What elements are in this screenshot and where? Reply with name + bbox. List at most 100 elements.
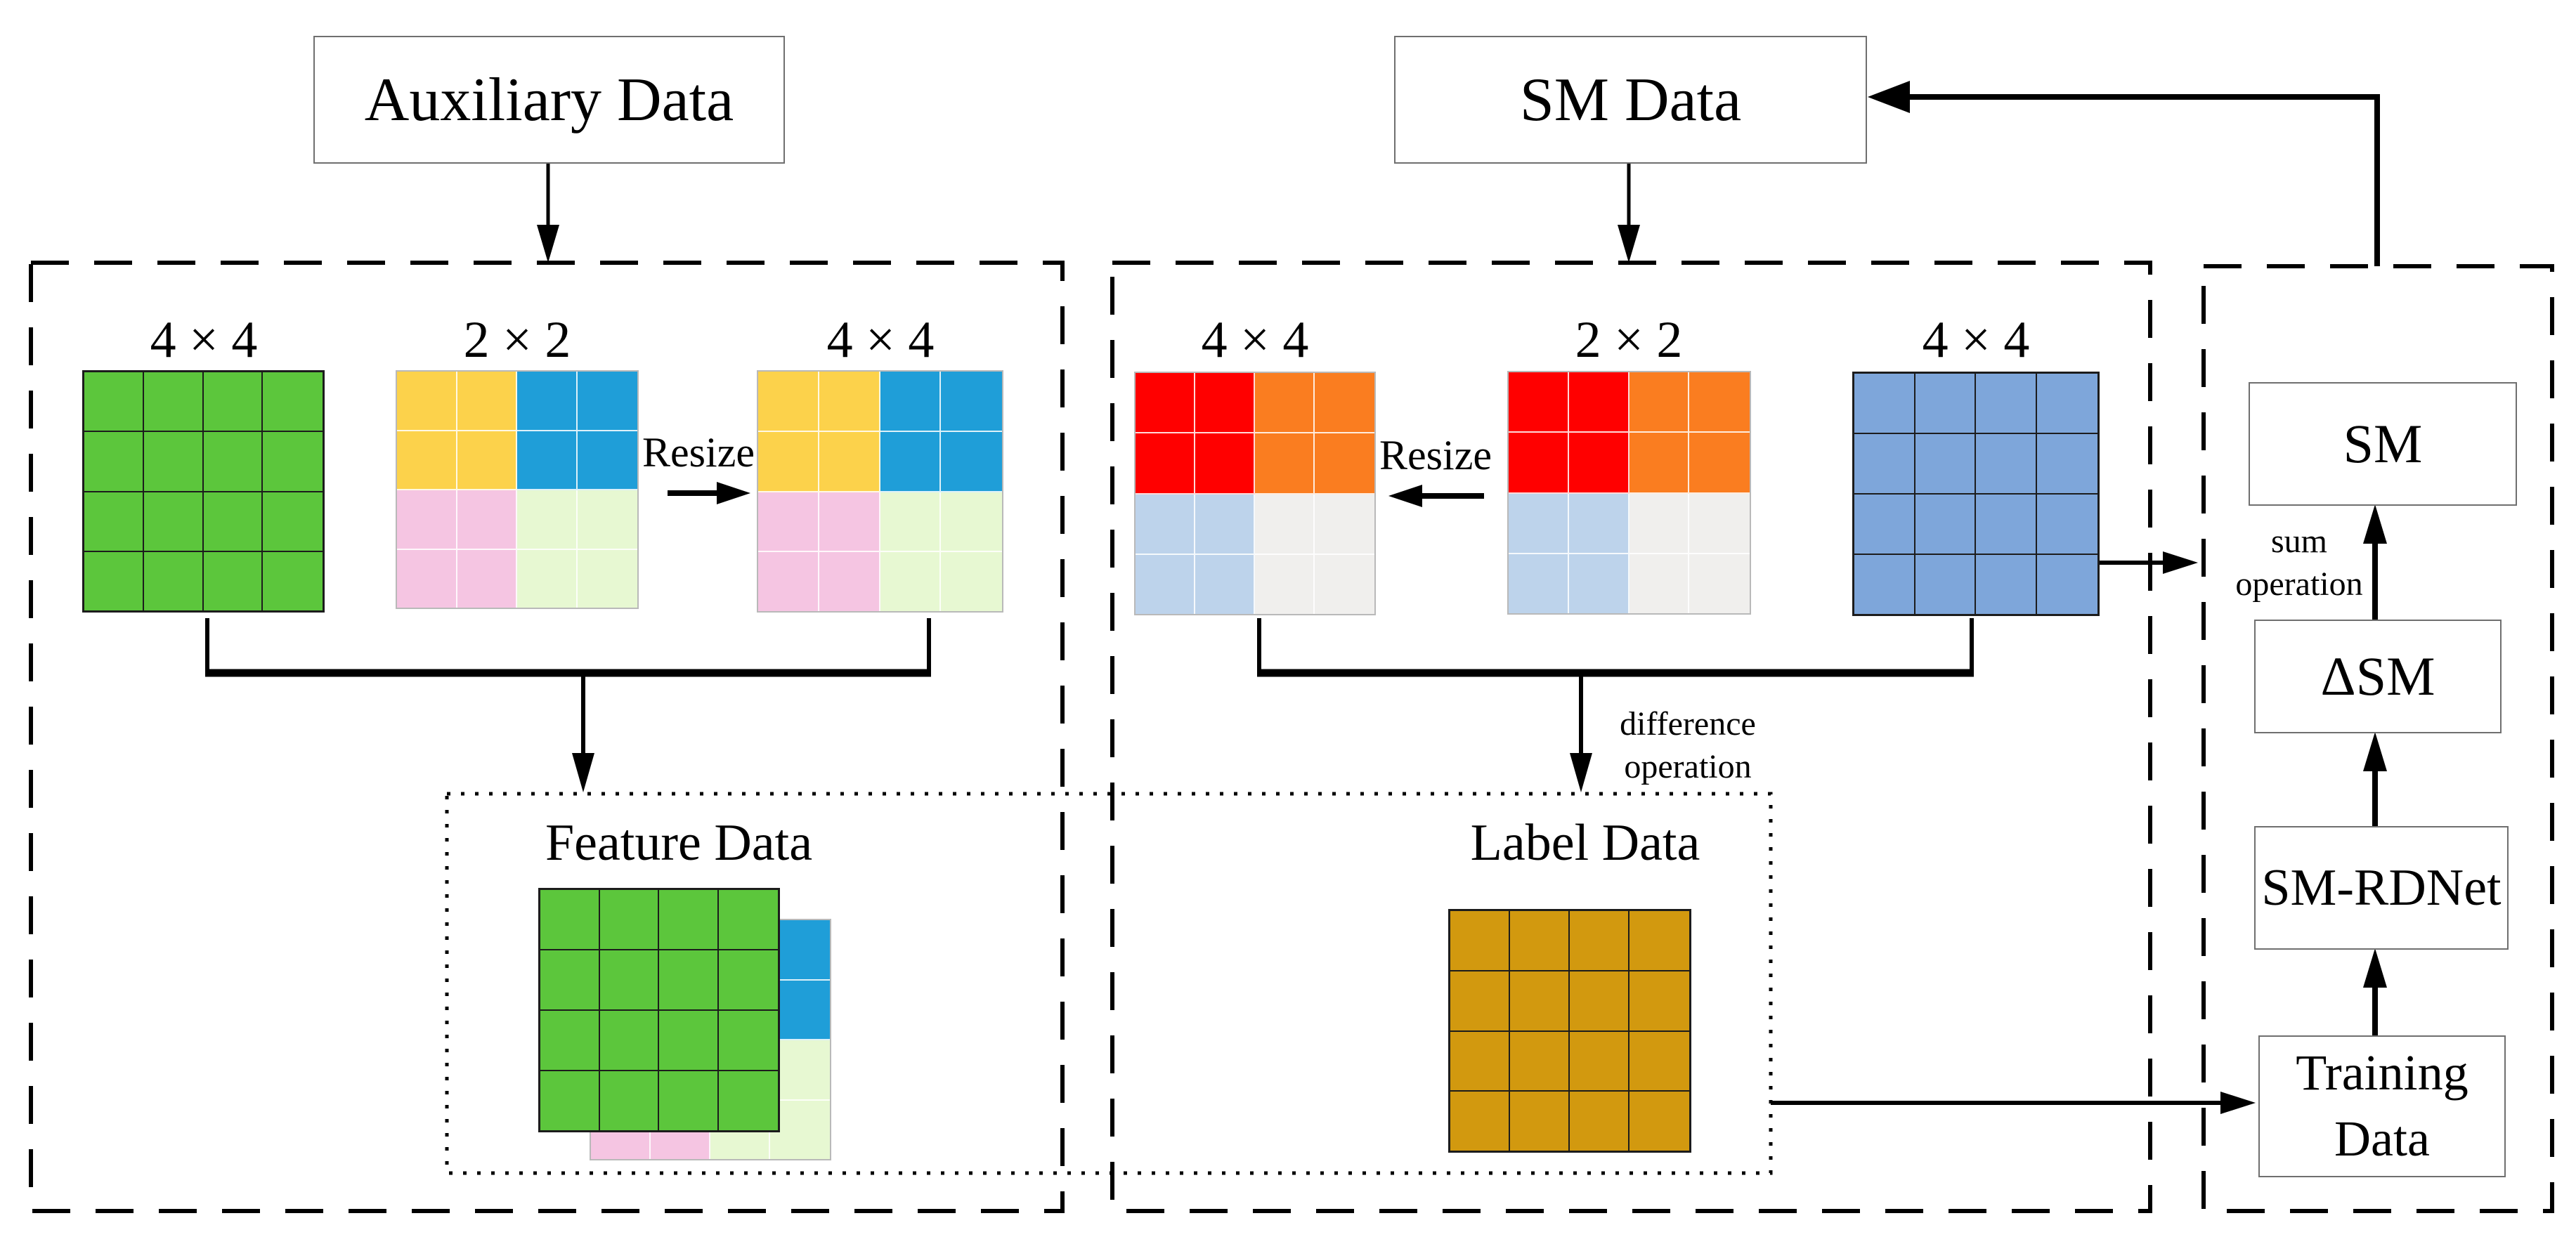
grid-cell-orange	[1689, 433, 1750, 494]
grid-cell-pink	[457, 490, 517, 550]
resize-label-sm: Resize	[1379, 432, 1492, 478]
auxiliary-data-box: Auxiliary Data	[313, 36, 785, 164]
grid-cell-palegreen	[517, 490, 578, 550]
sum-operation-label: sum operation	[2208, 520, 2390, 606]
grid-cell-green	[203, 492, 264, 552]
bracket-aux-merge	[205, 618, 931, 792]
grid-cell-azure	[880, 372, 942, 432]
grid-cell-red	[1195, 373, 1255, 434]
training-data-box: Training Data	[2258, 1035, 2506, 1177]
grid-cell-steelblue	[1854, 434, 1915, 495]
grid-cell-green	[143, 551, 204, 610]
grid-cell-azure	[517, 372, 578, 431]
grid-cell-green	[540, 890, 600, 950]
grid-cell-red	[1509, 433, 1569, 494]
grid-cell-red	[1136, 373, 1195, 434]
grid-cell-yellow	[758, 372, 819, 432]
grid-cell-lightblue	[1195, 494, 1255, 555]
grid-cell-steelblue	[1976, 555, 2037, 614]
sm-rdnet-label: SM-RDNet	[2261, 858, 2502, 917]
grid-cell-lightblue	[1136, 554, 1195, 614]
grid-cell-goldenrod	[1450, 911, 1510, 971]
grid-cell-green	[143, 492, 204, 552]
training-panel-border	[2201, 264, 2554, 1213]
arrow-training-to-net	[2363, 948, 2387, 1035]
sm-resized-grid	[1134, 372, 1376, 615]
sm-box: SM	[2249, 382, 2517, 506]
grid-cell-red	[1509, 372, 1569, 433]
arrow-resize-left	[1388, 485, 1484, 507]
grid-cell-goldenrod	[1450, 971, 1510, 1032]
grid-cell-steelblue	[2036, 434, 2097, 495]
aux-resized-grid	[757, 370, 1003, 613]
grid-cell-green	[599, 1071, 659, 1130]
grid-cell-green	[599, 1011, 659, 1071]
label-data-grid	[1448, 909, 1691, 1153]
grid-cell-lightgray	[1629, 493, 1690, 554]
grid-cell-green	[84, 432, 144, 492]
sum-operation-line2: operation	[2235, 565, 2363, 603]
sm-box-label: SM	[2343, 413, 2423, 474]
grid-cell-green	[659, 1071, 719, 1130]
arrow-resize-right	[668, 482, 750, 504]
grid-cell-pink	[397, 549, 457, 608]
grid-cell-palegreen	[577, 490, 637, 550]
grid-cell-steelblue	[1915, 495, 1976, 555]
grid-cell-yellow	[457, 372, 517, 431]
grid-cell-goldenrod	[1450, 1031, 1510, 1092]
label-data-title: Label Data	[1470, 814, 1700, 872]
grid-cell-green	[718, 1071, 778, 1130]
grid-cell-red	[1568, 372, 1629, 433]
grid-cell-steelblue	[2036, 495, 2097, 555]
arrow-smdata-to-panel	[1618, 161, 1640, 263]
grid-cell-goldenrod	[1510, 911, 1570, 971]
grid-cell-goldenrod	[1570, 1092, 1629, 1151]
grid-cell-yellow	[758, 431, 819, 492]
grid-cell-red	[1568, 433, 1629, 494]
grid-cell-lightgray	[1315, 554, 1374, 614]
grid-cell-green	[203, 551, 264, 610]
grid-cell-azure	[770, 980, 830, 1040]
resize-label-aux: Resize	[642, 429, 755, 476]
grid-cell-green	[203, 432, 264, 492]
grid-cell-green	[143, 372, 204, 433]
grid-cell-azure	[941, 372, 1002, 432]
grid-cell-goldenrod	[1570, 971, 1629, 1032]
grid-cell-green	[84, 372, 144, 433]
grid-cell-lightgray	[1255, 494, 1315, 555]
difference-operation-line2: operation	[1624, 748, 1752, 786]
grid-cell-green	[263, 551, 323, 610]
arrow-net-to-deltasm	[2363, 732, 2387, 826]
grid-cell-pink	[758, 552, 819, 611]
grid-cell-green	[84, 551, 144, 610]
grid-cell-goldenrod	[1629, 971, 1689, 1032]
auxiliary-panel-border	[29, 261, 1065, 1213]
grid-cell-green	[540, 1011, 600, 1071]
grid-cell-lightblue	[1568, 554, 1629, 613]
grid-cell-yellow	[819, 431, 880, 492]
auxiliary-data-label: Auxiliary Data	[364, 65, 734, 134]
grid-cell-goldenrod	[1629, 1031, 1689, 1092]
aux-highres-grid	[82, 370, 325, 613]
grid-cell-orange	[1689, 372, 1750, 433]
grid-cell-steelblue	[1854, 555, 1915, 614]
sm-panel-border	[1110, 261, 2152, 1213]
grid-cell-lightgray	[1629, 554, 1690, 613]
training-data-line2: Data	[2334, 1111, 2430, 1167]
grid-cell-green	[659, 950, 719, 1011]
grid-cell-goldenrod	[1510, 1031, 1570, 1092]
grid-cell-azure	[941, 431, 1002, 492]
grid-cell-green	[143, 432, 204, 492]
grid-cell-steelblue	[1976, 434, 2037, 495]
grid-cell-palegreen	[770, 1100, 830, 1159]
bracket-sm-merge	[1257, 618, 1974, 792]
sm-rdnet-box: SM-RDNet	[2254, 826, 2509, 950]
difference-operation-line1: difference	[1620, 705, 1756, 742]
sm-lowres-grid	[1507, 371, 1751, 615]
arrow-label-to-training	[1771, 1092, 2256, 1114]
grid-cell-orange	[1629, 433, 1690, 494]
arrow-smgrid-to-training-panel	[2100, 551, 2198, 574]
grid-cell-lightblue	[1509, 493, 1569, 554]
grid-cell-steelblue	[1976, 374, 2037, 434]
grid-cell-pink	[819, 492, 880, 553]
